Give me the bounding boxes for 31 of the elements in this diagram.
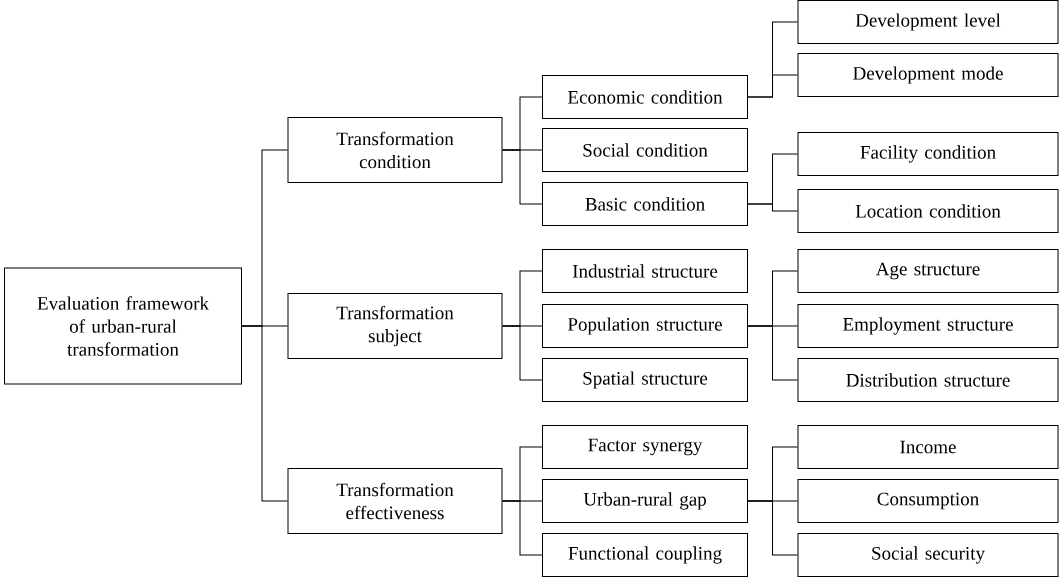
- connector-line: [502, 149, 543, 205]
- indicator-box: Location condition: [797, 189, 1059, 233]
- factor-box: Basic condition: [542, 182, 748, 226]
- factor-box: Urban-rural gap: [542, 479, 748, 523]
- category-box: Transformation subject: [287, 293, 503, 359]
- root-box: Evaluation framework of urban-rural transformation: [4, 267, 242, 385]
- connector-line: [241, 325, 288, 502]
- category-box: Transformation condition: [287, 117, 503, 183]
- indicator-box: Age structure: [797, 249, 1059, 293]
- factor-box: Factor synergy: [542, 425, 748, 469]
- factor-box: Social condition: [542, 128, 748, 172]
- indicator-box: Income: [797, 425, 1059, 469]
- indicator-box: Distribution structure: [797, 358, 1059, 402]
- indicator-box: Consumption: [797, 479, 1059, 523]
- category-box: Transformation effectiveness: [287, 468, 503, 534]
- connector-line: [747, 500, 798, 556]
- connector-line: [747, 325, 798, 381]
- factor-box: Industrial structure: [542, 249, 748, 293]
- indicator-box: Facility condition: [797, 132, 1059, 176]
- factor-box: Spatial structure: [542, 358, 748, 402]
- connector-line: [502, 500, 543, 556]
- factor-box: Population structure: [542, 304, 748, 348]
- connector-line: [502, 325, 543, 381]
- factor-box: Economic condition: [542, 75, 748, 119]
- connector-line: [747, 203, 798, 212]
- connector-line: [747, 74, 798, 98]
- indicator-box: Social security: [797, 533, 1059, 577]
- factor-box: Functional coupling: [542, 533, 748, 577]
- indicator-box: Employment structure: [797, 304, 1059, 348]
- indicator-box: Development level: [797, 0, 1059, 44]
- indicator-box: Development mode: [797, 53, 1059, 97]
